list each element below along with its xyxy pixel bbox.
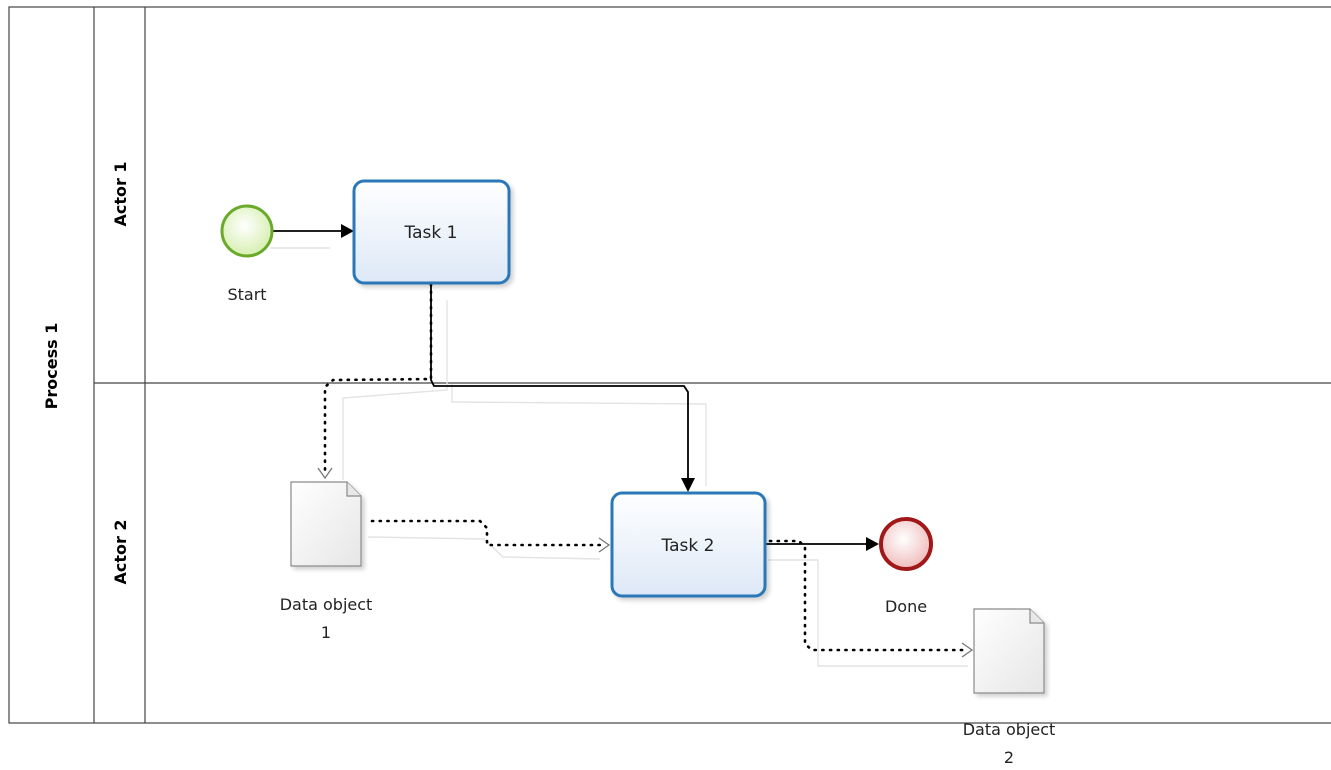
lane-title-actor-2: Actor 2	[111, 519, 130, 584]
end-event[interactable]: Done	[879, 517, 933, 616]
task-2-label: Task 2	[661, 536, 715, 556]
arrowhead-icon	[866, 537, 879, 551]
task-1-label: Task 1	[404, 223, 458, 243]
task-2[interactable]: Task 2	[610, 491, 767, 598]
data-object-1-label-line-2: 1	[321, 623, 331, 642]
end-event-circle	[879, 517, 933, 571]
data-object-2-label-line-2: 2	[1004, 748, 1014, 767]
association-arrowheads	[317, 467, 974, 658]
end-event-label: Done	[885, 597, 927, 616]
pool-title: Process 1	[42, 323, 61, 410]
open-arrowhead-icon	[598, 537, 611, 553]
lane-title-actor-1: Actor 1	[111, 161, 130, 226]
document-icon	[290, 481, 362, 567]
open-arrowhead-icon	[317, 467, 333, 480]
association-task-1-to-data-object-1	[323, 282, 433, 474]
flow-task-1-to-task-2	[430, 284, 689, 480]
data-object-1-label-line-1: Data object	[280, 595, 373, 614]
task-1[interactable]: Task 1	[352, 179, 511, 285]
pool-border	[8, 6, 1331, 724]
data-object-2-label-line-1: Data object	[963, 720, 1056, 739]
document-icon	[973, 608, 1045, 694]
association-data-object-1-to-task-2	[370, 519, 605, 547]
pool: Process 1 Actor 1 Actor 2	[8, 6, 1331, 724]
task-2-box	[610, 491, 767, 598]
arrowhead-icon	[341, 224, 354, 238]
open-arrowhead-icon	[961, 642, 974, 658]
association-task-2-to-data-object-2	[768, 539, 968, 652]
routing-guides	[270, 247, 968, 667]
start-event[interactable]: Start	[220, 204, 274, 304]
start-event-circle	[220, 204, 274, 258]
arrowhead-icon	[681, 478, 695, 492]
start-event-label: Start	[227, 285, 266, 304]
sequence-flows	[273, 224, 879, 551]
data-object-2[interactable]: Data object 2	[963, 608, 1056, 767]
task-1-box	[352, 179, 511, 285]
data-object-1[interactable]: Data object 1	[280, 481, 373, 642]
data-associations	[323, 282, 968, 652]
